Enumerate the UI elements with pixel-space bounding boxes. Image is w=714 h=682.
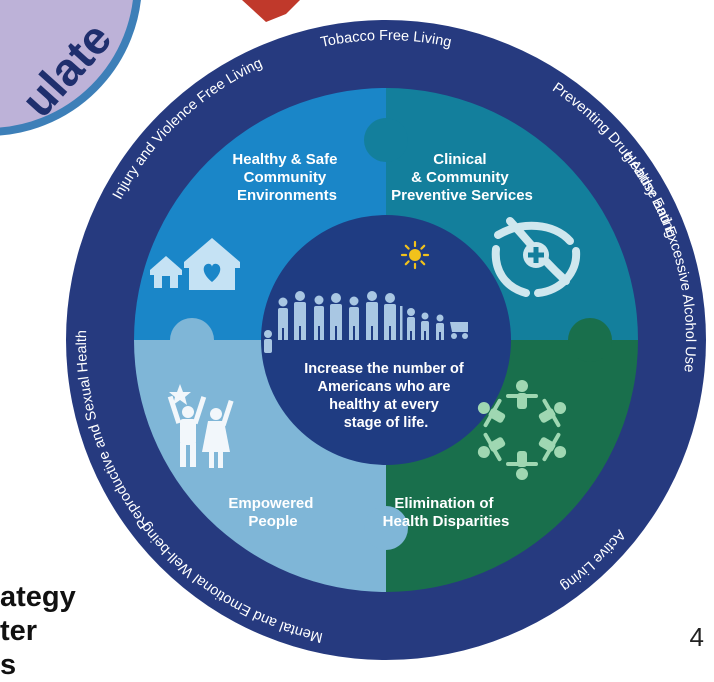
page-number: 4	[689, 622, 704, 652]
center-goal-line: stage of life.	[344, 415, 429, 431]
ring-label-tobacco: Tobacco Free Living	[319, 28, 453, 51]
center-goal-line: Americans who are	[317, 379, 450, 395]
quadrant-title-line: People	[248, 513, 297, 530]
quadrant-title-line: Health Disparities	[383, 513, 510, 530]
quadrant-title-clinical: Clinical & Community Preventive Services	[391, 151, 533, 204]
quadrant-title-line: Elimination of	[394, 495, 494, 512]
puzzle-tab-bottom	[364, 506, 408, 550]
puzzle-tab-left	[170, 318, 214, 362]
quadrant-title-line: Healthy & Safe	[232, 151, 337, 168]
quadrant-title-line: & Community	[411, 169, 509, 186]
quadrant-title-disparities: Elimination of Health Disparities	[383, 495, 510, 530]
quadrant-title-line: Clinical	[433, 151, 486, 168]
raised-hands-people-icon	[167, 384, 234, 468]
circle-of-people-icon	[477, 380, 567, 480]
corner-shape-top	[242, 0, 300, 22]
quadrant-title-line: Empowered	[228, 495, 313, 512]
slide-text-line: ategy	[0, 581, 76, 613]
slide-text-line: s	[0, 649, 17, 681]
quadrant-title-healthy-safe: Healthy & Safe Community Environments	[232, 151, 341, 204]
quadrant-title-empowered: Empowered People	[228, 495, 317, 530]
house-icon	[150, 238, 240, 290]
slide-text-line: ter	[0, 615, 38, 647]
sun-icon	[400, 240, 430, 270]
corner-badge-circle	[0, 0, 141, 136]
quadrant-title-line: Preventive Services	[391, 187, 533, 204]
center-goal-text: Increase the number of Americans who are…	[304, 361, 468, 431]
puzzle-tab-top	[364, 118, 408, 162]
puzzle-tab-right	[568, 318, 612, 362]
people-icon	[264, 291, 468, 353]
slide-body-text: ategy ter s	[0, 580, 76, 682]
hands-icon	[491, 217, 581, 297]
quadrant-title-line: Community	[244, 169, 327, 186]
quadrant-title-line: Environments	[237, 187, 337, 204]
center-goal-line: healthy at every	[329, 397, 439, 413]
center-goal-line: Increase the number of	[304, 361, 464, 377]
